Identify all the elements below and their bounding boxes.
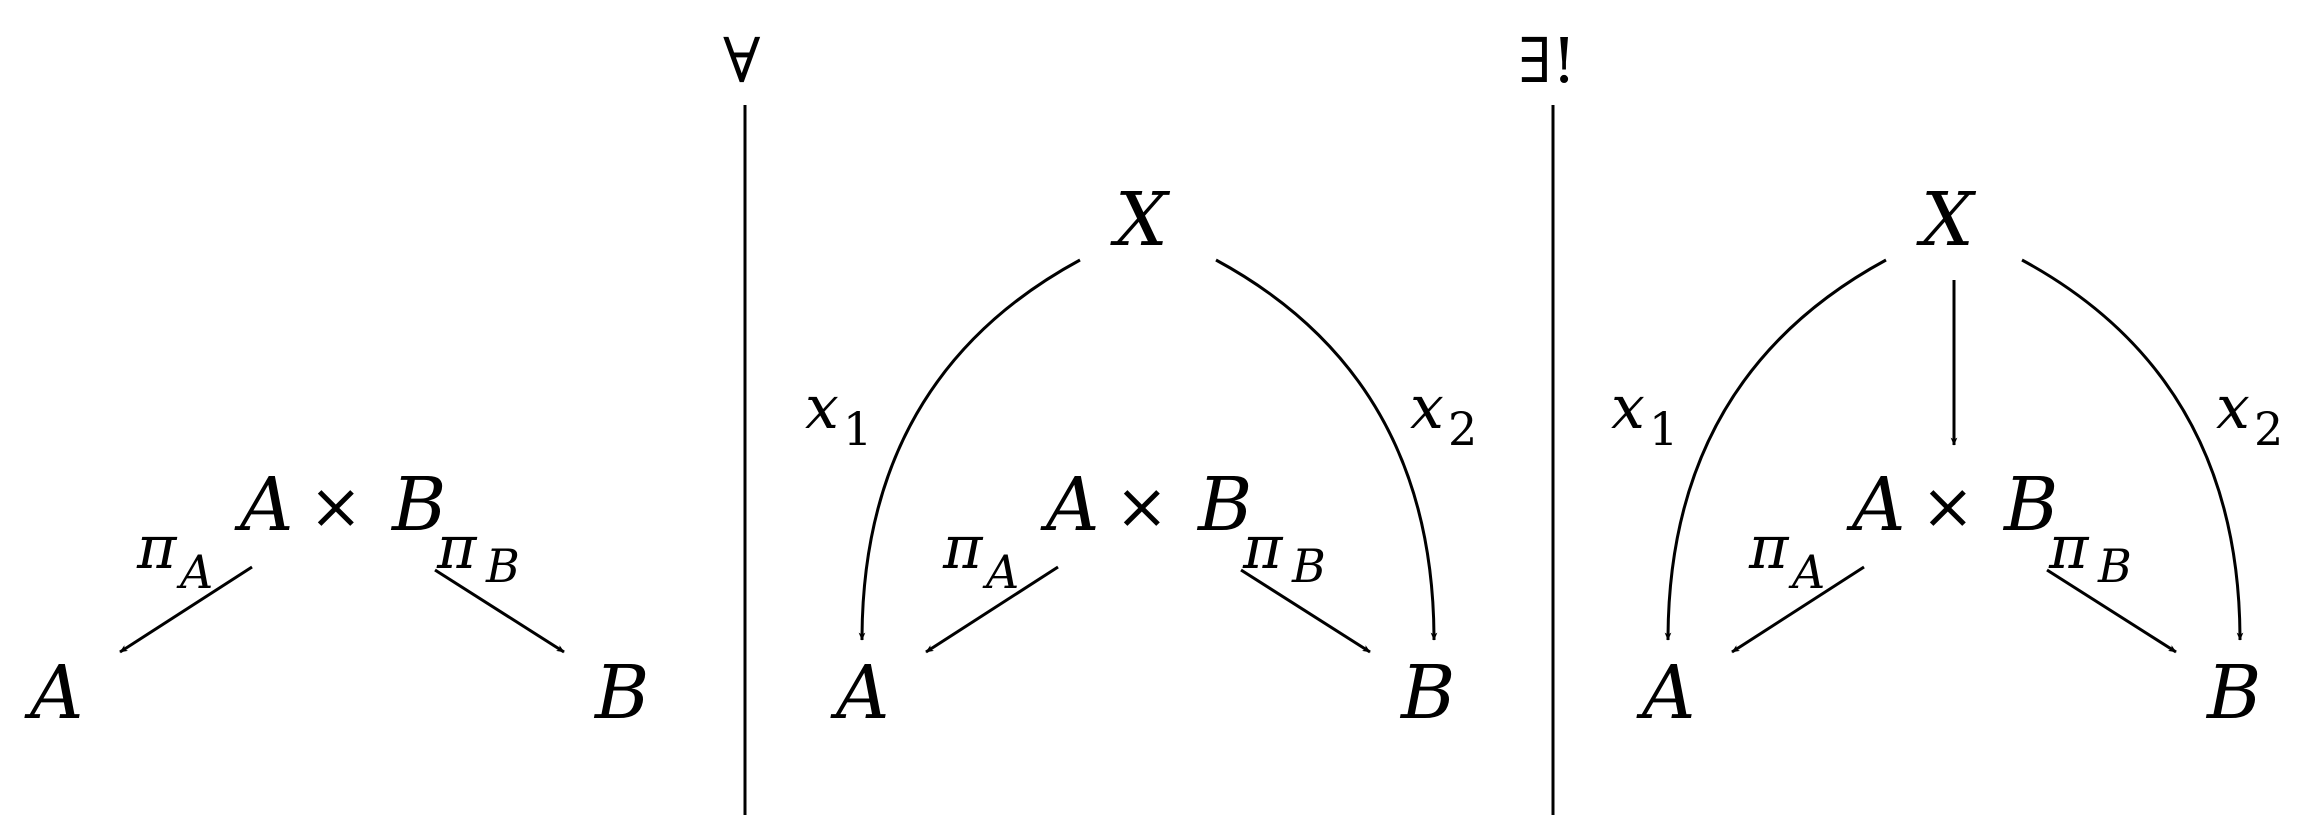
product-A: A — [1040, 462, 1099, 548]
times-symbol: × — [1115, 470, 1169, 544]
x2-label: x — [2216, 373, 2250, 443]
arrow-pi-B — [2046, 568, 2177, 654]
times-symbol: × — [1921, 470, 1975, 544]
object-A: A — [830, 650, 889, 736]
pi-A-subscript: A — [1788, 545, 1825, 599]
forall-symbol: ∀ — [723, 24, 761, 97]
arrow-x2 — [1215, 258, 1438, 641]
product-A: A — [1846, 462, 1905, 548]
pi-B-label: π — [2048, 513, 2090, 583]
x1-label: x — [805, 373, 839, 443]
pi-A-subscript: A — [176, 545, 213, 599]
object-A: A — [24, 650, 83, 736]
object-B: B — [1399, 650, 1455, 736]
arrow-pi-B — [434, 568, 565, 654]
x1-subscript: 1 — [1649, 402, 1678, 456]
arrow-pi-A — [119, 565, 253, 654]
x2-subscript: 2 — [1448, 402, 1477, 456]
pi-A-label: π — [942, 513, 984, 583]
x2-subscript: 2 — [2254, 402, 2283, 456]
arrow-pi-A — [925, 565, 1059, 654]
object-B: B — [2205, 650, 2261, 736]
product-B: B — [390, 462, 446, 548]
exists-unique-symbol: ∃! — [1518, 24, 1577, 97]
object-A: A — [1636, 650, 1695, 736]
panel-exists-unique: X x 1 x 2 A × B π A π B A B — [1611, 177, 2283, 736]
product-B: B — [1196, 462, 1252, 548]
product-A: A — [234, 462, 293, 548]
object-X: X — [1110, 177, 1171, 263]
arrow-x1 — [1664, 258, 1887, 641]
panel-forall: X x 1 x 2 A × B π A π B A B — [805, 177, 1477, 736]
x1-label: x — [1611, 373, 1645, 443]
pi-B-subscript: B — [1291, 539, 1326, 593]
pi-A-label: π — [136, 513, 178, 583]
arrow-pi-A — [1731, 565, 1865, 654]
panel-product: A × B π A π B A B — [24, 462, 649, 736]
arrow-pi-B — [1240, 568, 1371, 654]
pi-B-label: π — [436, 513, 478, 583]
pi-A-label: π — [1748, 513, 1790, 583]
x2-label: x — [1410, 373, 1444, 443]
arrow-x2 — [2021, 258, 2244, 641]
product-B: B — [2002, 462, 2058, 548]
object-X: X — [1916, 177, 1977, 263]
pi-B-label: π — [1242, 513, 1284, 583]
pi-A-subscript: A — [982, 545, 1019, 599]
object-B: B — [593, 650, 649, 736]
arrow-x1 — [858, 258, 1081, 641]
x1-subscript: 1 — [843, 402, 872, 456]
pi-B-subscript: B — [2097, 539, 2132, 593]
times-symbol: × — [309, 470, 363, 544]
pi-B-subscript: B — [485, 539, 520, 593]
